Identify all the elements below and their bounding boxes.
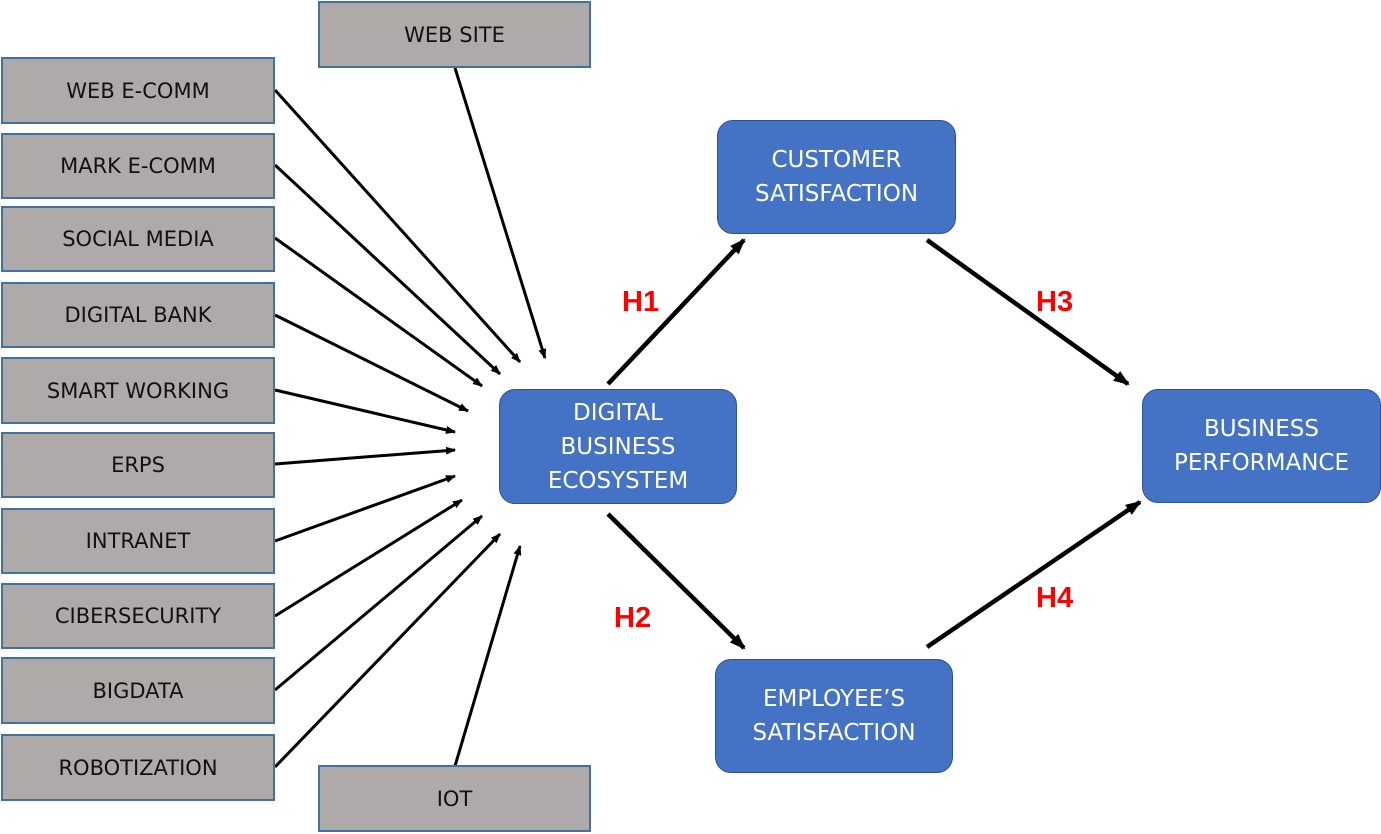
arrow-erps bbox=[274, 446, 456, 466]
hypothesis-h4-label: H4 bbox=[1036, 582, 1074, 614]
website-box: WEB SITE bbox=[318, 1, 591, 68]
social-media-box: SOCIAL MEDIA bbox=[1, 206, 275, 272]
arrow-h3 bbox=[925, 238, 1130, 386]
bigdata-box: BIGDATA bbox=[1, 657, 275, 724]
iot-box: IOT bbox=[318, 765, 591, 832]
arrow-h1 bbox=[606, 238, 746, 386]
arrow-cibersecurity bbox=[274, 498, 463, 618]
arrow-intranet bbox=[274, 474, 456, 543]
mark-ecomm-box: MARK E-COMM bbox=[1, 133, 275, 199]
hypothesis-h3-label: H3 bbox=[1036, 286, 1074, 318]
robotization-box: ROBOTIZATION bbox=[1, 734, 275, 801]
arrow-web-ecomm bbox=[273, 88, 522, 364]
arrow-h4 bbox=[925, 500, 1142, 649]
hypothesis-h1-label: H1 bbox=[622, 286, 660, 318]
employee-satisfaction-node: EMPLOYEE’S SATISFACTION bbox=[715, 659, 953, 773]
business-performance-node: BUSINESS PERFORMANCE bbox=[1142, 389, 1381, 503]
arrow-iot bbox=[453, 545, 522, 767]
smart-working-box: SMART WORKING bbox=[1, 357, 275, 424]
arrow-h2 bbox=[606, 512, 746, 650]
arrow-robotization bbox=[273, 532, 502, 769]
digital-business-ecosystem-node: DIGITAL BUSINESS ECOSYSTEM bbox=[499, 389, 737, 504]
arrow-bigdata bbox=[274, 514, 483, 692]
cibersecurity-box: CIBERSECURITY bbox=[1, 583, 275, 649]
web-ecomm-box: WEB E-COMM bbox=[1, 57, 275, 124]
customer-satisfaction-node: CUSTOMER SATISFACTION bbox=[717, 120, 956, 234]
arrow-social-media bbox=[274, 236, 483, 388]
arrow-smart-working bbox=[274, 388, 456, 434]
digital-bank-box: DIGITAL BANK bbox=[1, 282, 275, 348]
arrow-mark-ecomm bbox=[273, 163, 502, 376]
erps-box: ERPS bbox=[1, 432, 275, 498]
intranet-box: INTRANET bbox=[1, 508, 275, 574]
arrow-website bbox=[453, 67, 547, 359]
hypothesis-h2-label: H2 bbox=[614, 602, 652, 634]
arrow-digital-bank bbox=[274, 313, 469, 413]
